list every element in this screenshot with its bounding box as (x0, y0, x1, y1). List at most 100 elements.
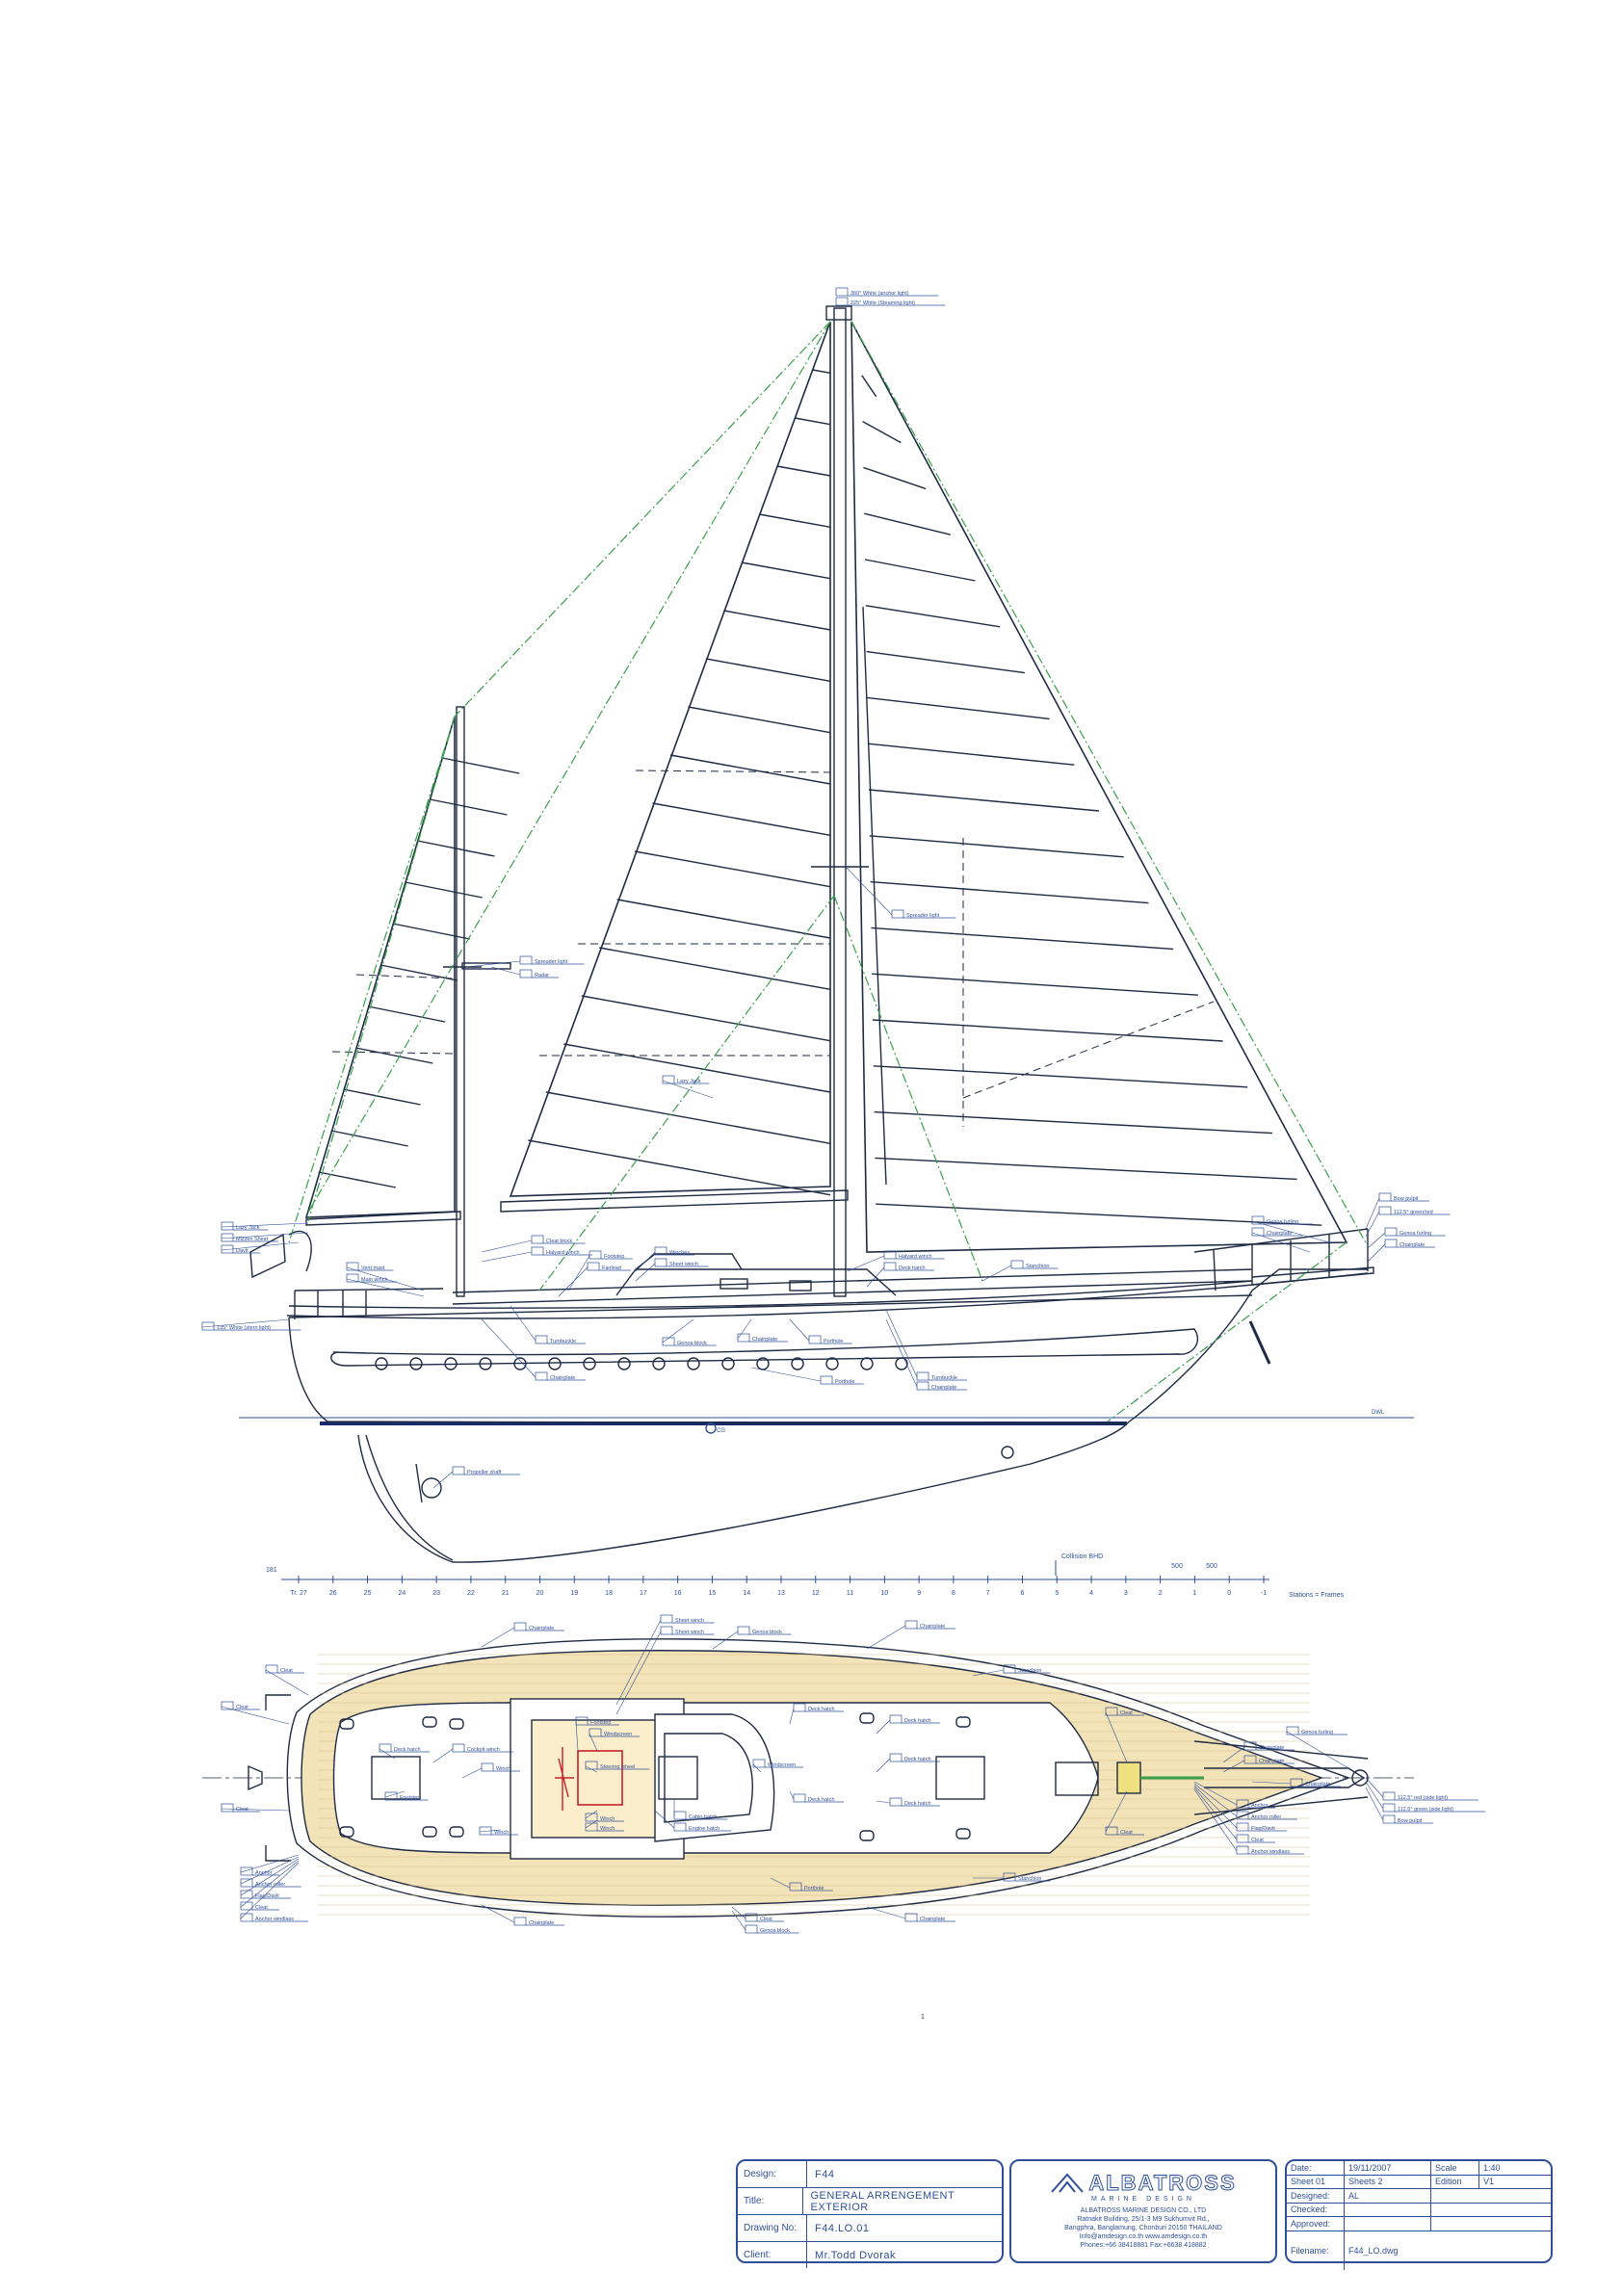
date-row: Date: 19/11/2007 Scale 1:40 (1287, 2161, 1551, 2176)
station-number: 5 (1055, 1590, 1059, 1597)
plan-label-cleat-aft-3-code-box (221, 1803, 234, 1813)
plan-label-anchor-windlass: Anchor windlass (1251, 1849, 1290, 1855)
title-label: Title: (738, 2188, 803, 2214)
plan-windlass (1116, 1761, 1141, 1794)
genoa-sail (850, 321, 1348, 1253)
dimension-500-b: 500 (1206, 1563, 1217, 1570)
label-anchor-light: 360° White (anchor light) (850, 291, 909, 297)
plan-label-deck-hatch-3-leader (876, 1800, 891, 1804)
plan-label-sheet-winch-code-box (660, 1614, 673, 1624)
design-row: Design: F44 (738, 2161, 1002, 2188)
plan-label-stanchion-top-code-box (1003, 1664, 1016, 1674)
main-battens (528, 369, 831, 1196)
mizzen-batten (368, 1005, 446, 1023)
plan-label-deck-hatch-aft-leader (379, 1748, 396, 1760)
steering-wheel-icon (555, 1747, 574, 1811)
station-number: 11 (847, 1590, 853, 1597)
plan-label-flag-davit-aft-code-box (240, 1890, 253, 1899)
vent-icon (449, 1718, 464, 1730)
station-number: 3 (1124, 1590, 1128, 1597)
plan-label-winch-2-code-box (585, 1813, 598, 1822)
main-batten (652, 802, 831, 837)
portholes (375, 1357, 908, 1370)
plan-label-genoa-block-bottom-code-box (745, 1924, 758, 1934)
cove-stripe (330, 1328, 1199, 1367)
plan-doghouse-inner (664, 1733, 753, 1823)
station-number: 10 (880, 1590, 888, 1597)
collision-bulkhead-label: Collision BHD (1061, 1553, 1103, 1560)
plan-label-chainplate-bottom-2: Chainplate (920, 1917, 945, 1922)
plan-label-engine-hatch-code-box (673, 1822, 687, 1832)
drawing-value: F44.LO.01 (815, 2222, 870, 2234)
plan-label-deck-hatch-2: Deck hatch (904, 1757, 931, 1762)
plan-label-deck-hatch-leader (876, 1719, 891, 1735)
vent-icon (422, 1826, 437, 1838)
plan-helm-box (577, 1750, 623, 1806)
plan-label-windscreen: Windscreen (604, 1732, 632, 1737)
side-elevation (239, 305, 1414, 1563)
station-number: 21 (502, 1590, 510, 1597)
plan-view (202, 1638, 1414, 1918)
plan-label-cleat-bottom: Cleat (760, 1917, 772, 1922)
plan-label-flag-davit-aft-leader (240, 1858, 300, 1896)
plan-label-flag-davit-aft: Flag/Davit (255, 1893, 279, 1899)
plan-label-cleat-fwd-2-code-box (1105, 1826, 1118, 1836)
bowsprit (1251, 1266, 1374, 1286)
label-fairlead: Fairlead (602, 1265, 621, 1271)
main-boom (500, 1189, 849, 1213)
label-genoa-furling-2-code-box (1384, 1227, 1398, 1237)
filename-value: F44_LO.dwg (1348, 2245, 1399, 2256)
label-chainplate-bow-2-leader (1367, 1243, 1386, 1263)
plan-hatch-fwd (935, 1756, 985, 1800)
plan-label-cleat-fwd: Cleat (1120, 1710, 1133, 1716)
plan-label-windscreen-fwd-leader (752, 1763, 762, 1773)
plan-label-genoa-block-leader (712, 1631, 739, 1650)
plan-label-winch-aft-leader (432, 1748, 454, 1763)
plan-label-windscreen-fwd: Windscreen (768, 1762, 796, 1768)
plan-label-footstep: Footstep (400, 1795, 420, 1801)
plan-label-deck-hatch-code-box (889, 1714, 903, 1724)
plan-label-stanchion-bottom: Stanchion (1018, 1876, 1041, 1882)
plan-label-chainplate-top-2-leader (866, 1625, 906, 1650)
plan-label-deck-hatch-5-leader (789, 1790, 795, 1800)
plan-label-deck-hatch-5: Deck hatch (808, 1797, 835, 1803)
genoa-seam (868, 743, 1075, 766)
title-value: GENERAL ARRENGEMENT EXTERIOR (810, 2189, 955, 2213)
cabin-window-1 (719, 1278, 748, 1290)
plan-label-chainplate-bow-code-box (1243, 1755, 1257, 1764)
client-label: Client: (738, 2242, 807, 2268)
masthead (825, 305, 852, 321)
label-main-winch: Main winch (361, 1277, 388, 1283)
label-spreader-light-main-leader (845, 866, 893, 916)
genoa-seam (876, 1203, 1322, 1226)
main-batten (563, 1043, 831, 1093)
genoa-seam (870, 880, 1149, 904)
plan-label-deck-hatch-2-code-box (889, 1753, 903, 1762)
label-turnbuckle-fwd-code-box (916, 1371, 929, 1381)
scale-value: 1:40 (1483, 2162, 1501, 2173)
station-number: 7 (986, 1590, 990, 1597)
label-radar-code-box (519, 969, 533, 978)
porthole-icon (375, 1357, 388, 1370)
plan-label-cleat-aft-2: Cleat (236, 1705, 249, 1710)
label-mizzen-sheet-leader (221, 1232, 309, 1239)
plan-label-porthole: Porthole (804, 1886, 824, 1892)
design-value: F44 (815, 2168, 835, 2180)
genoa-seam (865, 605, 1001, 628)
label-davit: Davit (236, 1248, 249, 1254)
label-winches-leader (635, 1251, 656, 1272)
station-number: 24 (398, 1590, 406, 1597)
label-steaming-light: 225° White (Steaming light) (850, 300, 915, 306)
label-footstep: Footstep (604, 1254, 624, 1260)
deck-line (288, 1280, 1253, 1309)
label-winches: Winches (669, 1250, 690, 1256)
plan-label-deck-hatch-aft: Deck hatch (394, 1747, 421, 1753)
keel (357, 1422, 1128, 1563)
station-number: 16 (674, 1590, 682, 1597)
porthole-icon (895, 1357, 908, 1370)
plan-label-genoa-furling-leader (1286, 1731, 1349, 1769)
sheet-row: Sheet 01 Sheets 2 Edition V1 (1287, 2175, 1551, 2189)
company-name: ALBATROSS MARINE DESIGN CO., LTD (1080, 2207, 1207, 2214)
plan-label-chainplate-top-2: Chainplate (920, 1624, 945, 1630)
genoa-seam (867, 696, 1050, 720)
